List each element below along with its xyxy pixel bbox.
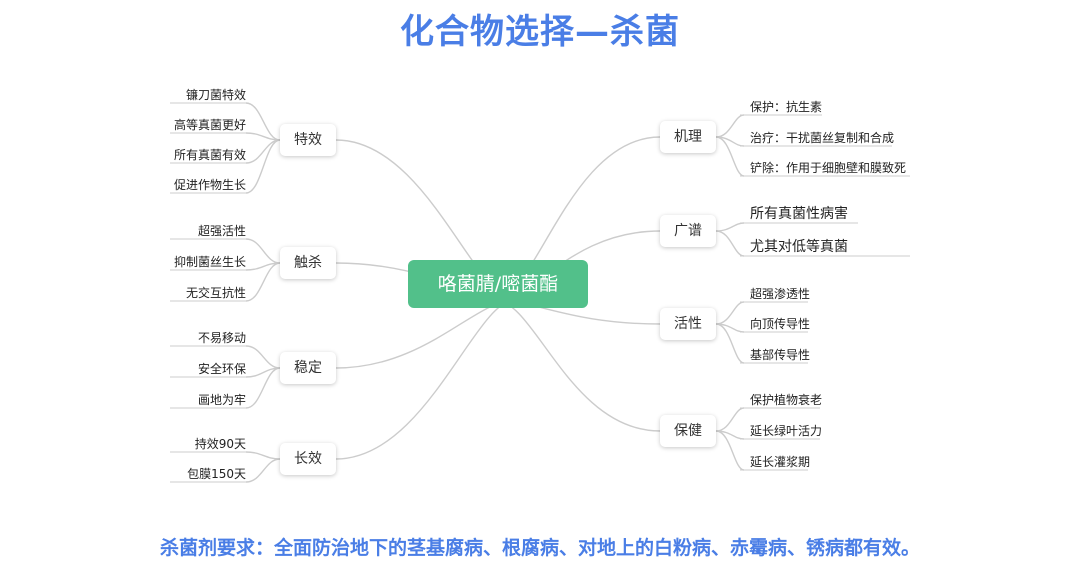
leaf-right-0-2: 铲除：作用于细胞壁和膜致死: [750, 161, 907, 175]
branch-link-left-3-0: [245, 451, 281, 460]
leaf-right-3-1: 延长绿叶活力: [750, 424, 823, 438]
leaf-left-0-2: 所有真菌有效: [173, 148, 246, 162]
branch-link-left-0-2: [245, 139, 281, 164]
leaf-left-1-2: 无交互抗性: [185, 286, 246, 300]
leaf-left-3-1: 包膜150天: [187, 467, 246, 481]
footer-note: 杀菌剂要求：全面防治地下的茎基腐病、根腐病、对地上的白粉病、赤霉病、锈病都有效。: [159, 537, 920, 559]
leaf-right-3-2: 延长灌浆期: [750, 455, 811, 469]
branch-link-left-0-3: [245, 139, 281, 194]
leaf-left-3-0: 持效90天: [194, 437, 246, 451]
branch-node-right-0[interactable]: 机理: [660, 121, 716, 153]
branch-node-right-2[interactable]: 活性: [660, 308, 716, 340]
leaf-right-3-0: 保护植物衰老: [750, 393, 823, 407]
leaf-right-0-0: 保护：抗生素: [750, 100, 823, 114]
leaf-right-0-1: 治疗：干扰菌丝复制和合成: [750, 131, 895, 145]
branch-link-right-0-0: [715, 114, 745, 138]
leaf-left-2-2: 画地为牢: [197, 393, 246, 407]
leaf-left-0-3: 促进作物生长: [173, 178, 246, 192]
center-link-left-3: [335, 299, 516, 460]
branch-node-left-1[interactable]: 触杀: [280, 247, 336, 279]
branch-link-right-2-0: [715, 301, 745, 325]
branch-link-left-0-1: [245, 132, 281, 141]
diagram-title: 化合物选择—杀菌: [400, 12, 680, 52]
leaf-right-2-1: 向顶传导性: [750, 317, 811, 331]
central-node[interactable]: 咯菌腈/嘧菌酯: [408, 260, 588, 308]
leaf-left-1-1: 抑制菌丝生长: [173, 255, 246, 269]
leaf-right-1-1: 尤其对低等真菌: [750, 239, 848, 255]
branch-link-right-3-0: [715, 407, 745, 432]
branch-node-left-3[interactable]: 长效: [280, 443, 336, 475]
branch-link-left-0-0: [245, 102, 281, 141]
branch-node-left-0[interactable]: 特效: [280, 124, 336, 156]
branch-link-left-2-0: [245, 345, 281, 369]
leaf-left-1-0: 超强活性: [197, 224, 246, 238]
leaf-left-0-1: 高等真菌更好: [173, 118, 246, 132]
center-link-left-2: [335, 299, 516, 369]
leaf-right-2-2: 基部传导性: [750, 348, 811, 362]
leaf-right-1-0: 所有真菌性病害: [750, 206, 848, 222]
branch-link-right-1-0: [715, 222, 745, 232]
leaf-left-2-0: 不易移动: [197, 331, 246, 345]
leaf-left-2-1: 安全环保: [197, 362, 246, 376]
branch-node-right-1[interactable]: 广谱: [660, 215, 716, 247]
branch-link-right-1-1: [715, 230, 745, 257]
branch-link-right-3-2: [715, 430, 745, 471]
branch-link-right-2-2: [715, 323, 745, 364]
center-link-right-3: [494, 299, 661, 432]
branch-node-left-2[interactable]: 稳定: [280, 352, 336, 384]
branch-link-left-3-1: [245, 458, 281, 483]
branch-link-left-2-2: [245, 367, 281, 409]
leaf-left-0-0: 镰刀菌特效: [185, 88, 246, 102]
branch-link-left-1-2: [245, 262, 281, 302]
branch-link-left-1-0: [245, 238, 281, 264]
branch-link-right-0-2: [715, 136, 745, 177]
leaf-right-2-0: 超强渗透性: [750, 287, 811, 301]
branch-node-right-3[interactable]: 保健: [660, 415, 716, 447]
